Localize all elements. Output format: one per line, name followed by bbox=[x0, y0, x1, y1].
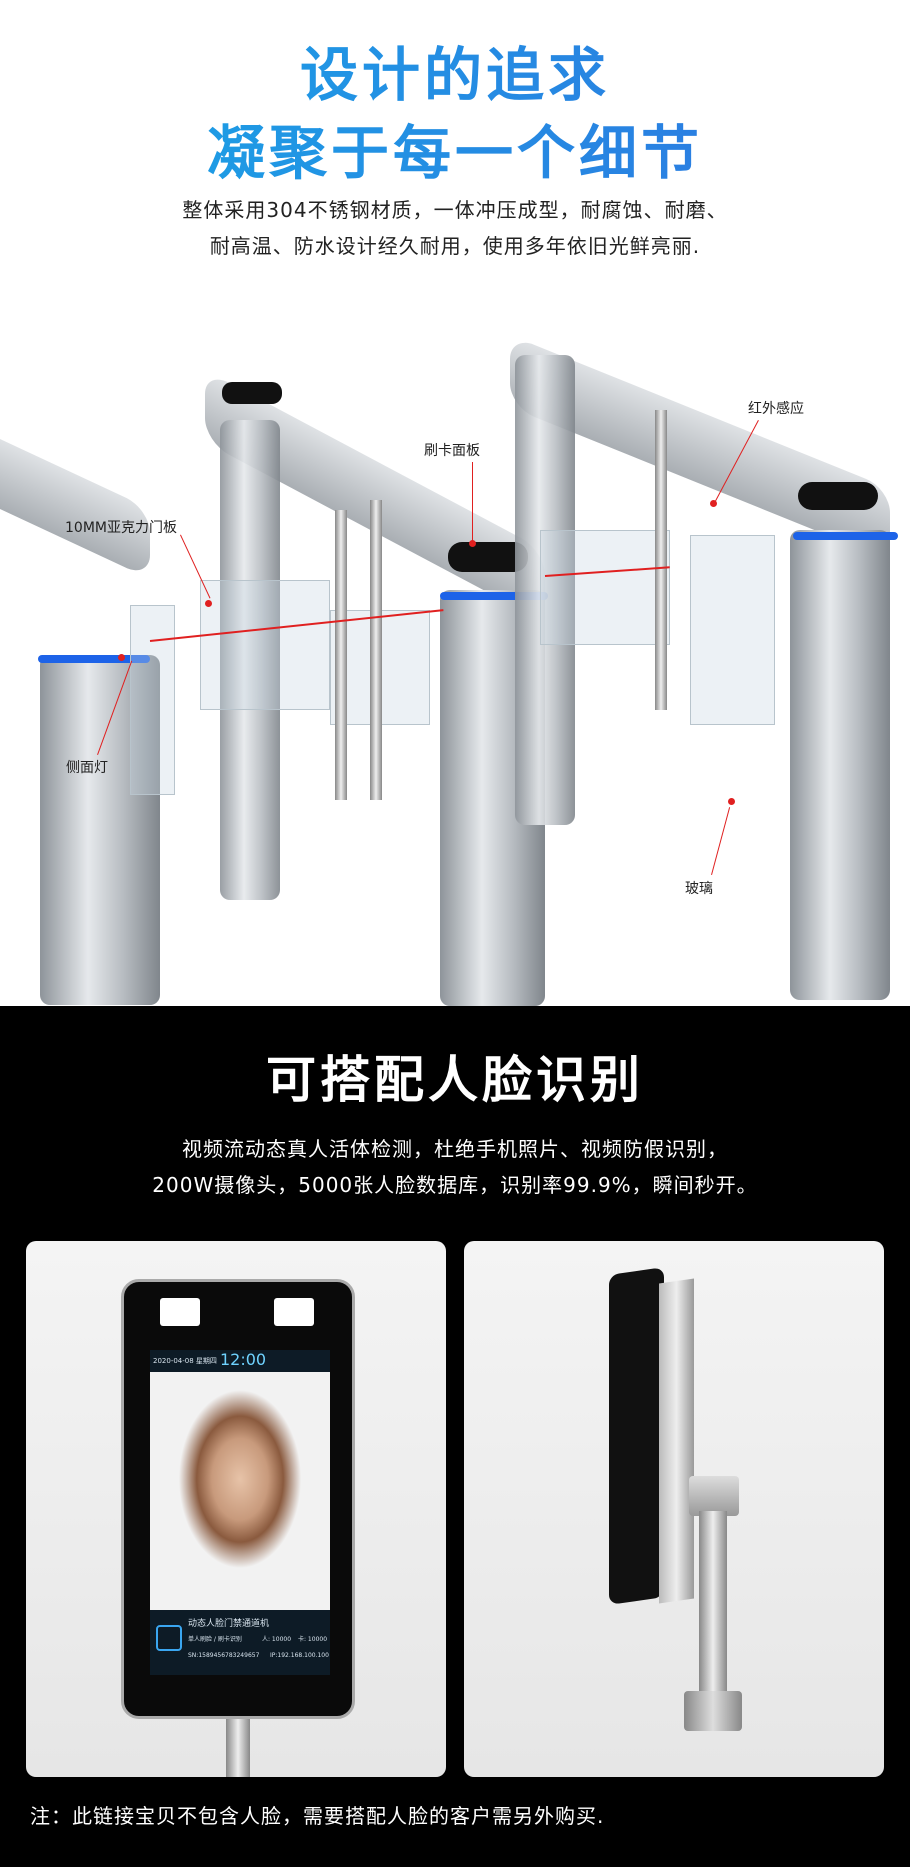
screen-time: 12:00 bbox=[220, 1350, 267, 1369]
screen-app-name: 动态人脸门禁通道机 bbox=[188, 1619, 270, 1629]
face-terminal-front: 2020-04-08 星期四 12:00 动态人脸门禁通道机 单人刷脸 / 刷卡… bbox=[121, 1279, 355, 1719]
screen-sn: SN:158945678324965​7 bbox=[188, 1652, 260, 1659]
label-acrylic-door: 10MM亚克力门板 bbox=[65, 520, 177, 536]
screen-date: 2020-04-08 星期四 bbox=[153, 1357, 217, 1365]
card-reader-panel bbox=[448, 542, 528, 572]
turnstile-gate-image: 刷卡面板 红外感应 10MM亚克力门板 侧面灯 玻璃 bbox=[0, 310, 910, 1006]
screen-ip: IP:192.168.100.100 bbox=[270, 1652, 329, 1659]
title-line-2: 凝聚于每一个细节 bbox=[0, 106, 910, 190]
label-infrared: 红外感应 bbox=[748, 401, 804, 417]
face-terminal-side bbox=[609, 1267, 664, 1605]
screen-mode: 单人刷脸 / 刷卡识别 bbox=[188, 1636, 242, 1643]
label-card-panel: 刷卡面板 bbox=[424, 443, 480, 459]
footnote: 注：此链接宝贝不包含人脸，需要搭配人脸的客户需另外购买. bbox=[30, 1804, 605, 1828]
face-scan-icon bbox=[156, 1625, 182, 1651]
face-photo bbox=[150, 1372, 330, 1610]
face-title: 可搭配人脸识别 bbox=[266, 1051, 644, 1109]
screen-persons: 人: 10000 bbox=[262, 1636, 292, 1643]
screen-cards: 卡: 10000 bbox=[298, 1636, 328, 1643]
description-line-2: 耐高温、防水设计经久耐用，使用多年依旧光鲜亮丽. bbox=[209, 234, 701, 258]
label-glass: 玻璃 bbox=[685, 881, 713, 897]
side-light bbox=[38, 655, 150, 663]
device-side-card bbox=[464, 1241, 884, 1777]
title-line-1: 设计的追求 bbox=[0, 28, 910, 112]
label-side-light: 侧面灯 bbox=[66, 760, 108, 776]
face-desc-line-1: 视频流动态真人活体检测，杜绝手机照片、视频防假识别， bbox=[182, 1137, 728, 1161]
description-line-1: 整体采用304不锈钢材质，一体冲压成型，耐腐蚀、耐磨、 bbox=[182, 198, 728, 222]
face-desc-line-2: 200W摄像头，5000张人脸数据库，识别率99.9%，瞬间秒开。 bbox=[152, 1173, 758, 1197]
device-front-card: 2020-04-08 星期四 12:00 动态人脸门禁通道机 单人刷脸 / 刷卡… bbox=[26, 1241, 446, 1777]
